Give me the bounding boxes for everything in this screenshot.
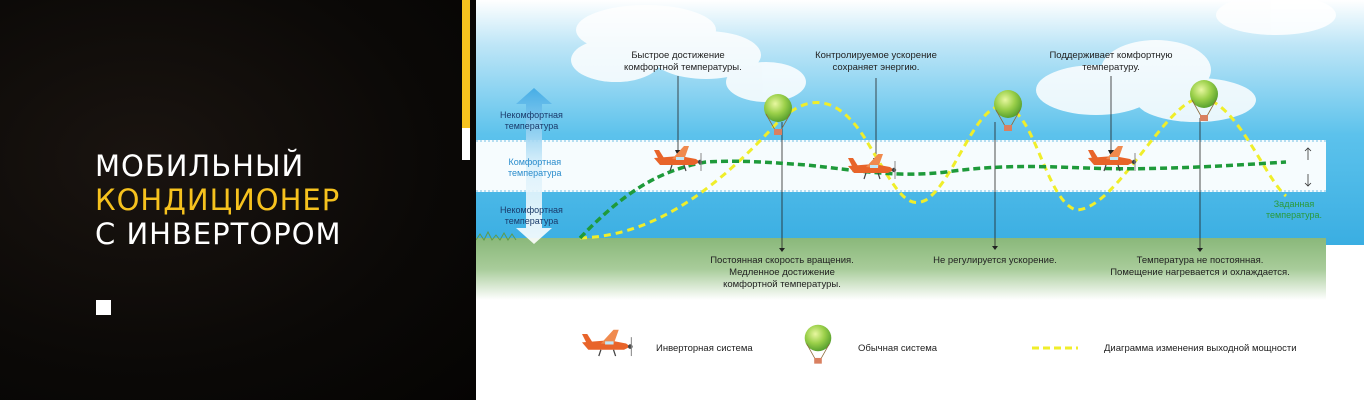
square-bullet-icon	[96, 300, 111, 315]
title-panel: МОБИЛЬНЫЙ КОНДИЦИОНЕР С ИНВЕРТОРОМ	[0, 0, 476, 400]
grass-ground	[476, 238, 1326, 300]
legend-inverter: Инверторная система	[656, 343, 753, 354]
legend-balloon-icon	[804, 324, 832, 365]
title-line-2: КОНДИЦИОНЕР	[95, 183, 341, 217]
legend-power-curve: Диаграмма изменения выходной мощности	[1104, 343, 1297, 354]
set-temperature-bracket	[1304, 147, 1312, 187]
title-line-3: С ИНВЕРТОРОМ	[95, 217, 342, 251]
annotation-no-acceleration: Не регулируется ускорение.	[933, 255, 1057, 266]
legend-regular: Обычная система	[858, 343, 938, 354]
annotation-pointers	[677, 76, 1201, 250]
annotation-constant-speed: Постоянная скорость вращения.Медленное д…	[710, 255, 854, 290]
regular-system-curve	[579, 96, 1287, 240]
legend-airplane-icon	[581, 329, 634, 357]
scrollbar-track[interactable]	[462, 0, 470, 160]
diagram-canvas	[476, 0, 1364, 365]
title-line-1: МОБИЛЬНЫЙ	[95, 149, 305, 183]
scrollbar-thumb[interactable]	[462, 128, 470, 160]
annotation-temp-not-constant: Температура не постоянная.Помещение нагр…	[1110, 255, 1290, 278]
temperature-range-arrow	[516, 88, 552, 244]
